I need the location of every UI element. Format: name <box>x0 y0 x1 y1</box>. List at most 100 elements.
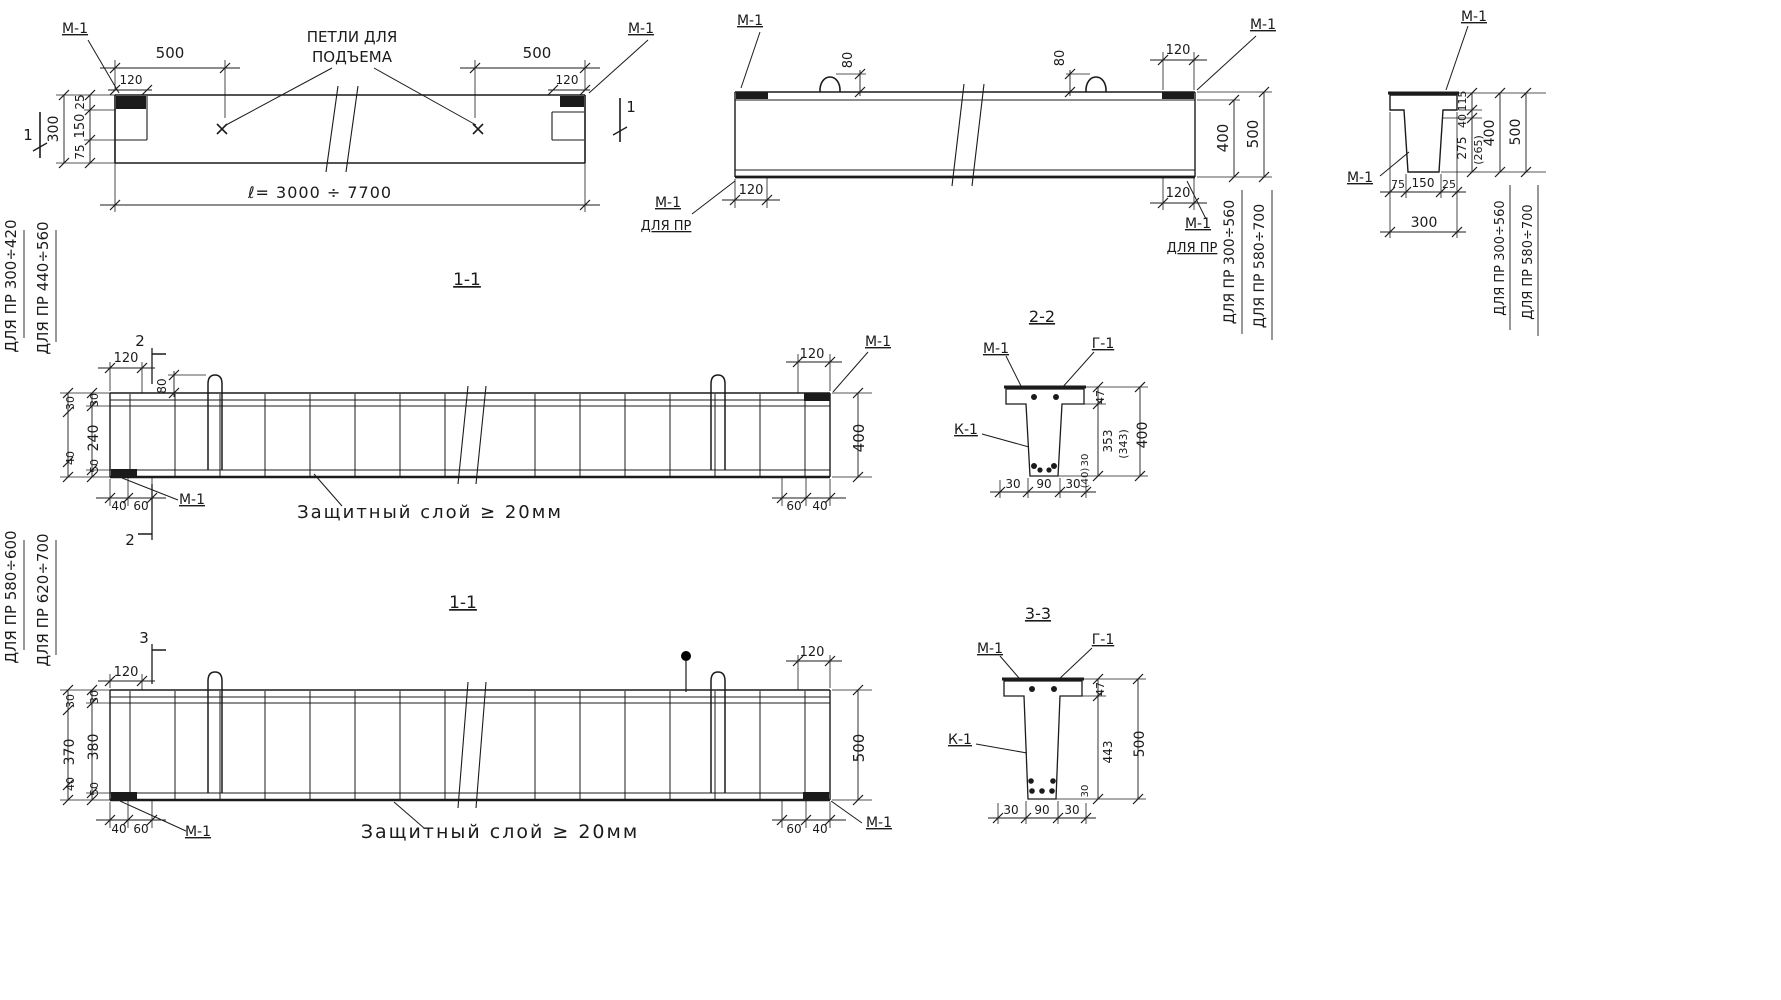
drawing-stroke <box>1092 381 1104 393</box>
endsect-m1-top-label: М-1 <box>1461 9 1487 25</box>
drawing-stroke <box>1080 812 1092 824</box>
drawing-stroke <box>457 385 469 485</box>
drawing-stroke <box>800 492 812 504</box>
sec11-bot-title: 1-1 <box>449 593 477 613</box>
embedded-plate-mark <box>803 792 829 800</box>
sec11-bot-dim-50: 50 <box>88 782 101 796</box>
drawing-stroke <box>58 157 70 169</box>
embedded-plate-mark <box>560 96 584 107</box>
drawing-stroke <box>824 814 836 826</box>
drawing-stroke <box>1020 812 1032 824</box>
drawing-stroke <box>1520 87 1532 99</box>
sec11-bot-dim-380: 380 <box>86 734 102 761</box>
drawing-stroke <box>547 84 559 96</box>
drawing-stroke <box>1384 186 1396 198</box>
elev-dlyapr-bottom-right-label: ДЛЯ ПР <box>1167 241 1218 256</box>
sec33-dim-30-cover: 30 <box>1080 785 1091 798</box>
drawing-stroke <box>136 362 148 374</box>
drawing-stroke <box>1134 381 1146 393</box>
drawing-stroke <box>981 433 1030 448</box>
drawing-stroke <box>1132 673 1144 685</box>
drawing-stroke <box>1435 186 1447 198</box>
drawing-stroke <box>1196 35 1257 91</box>
drawing-stroke <box>62 779 74 791</box>
drawing-stroke <box>1132 793 1144 805</box>
sec11-bot-label-pr-620-700: ДЛЯ ПР 620÷700 <box>34 533 52 666</box>
drawing-outline <box>710 374 726 470</box>
drawing-stroke <box>854 86 866 98</box>
drawing-stroke <box>86 697 98 709</box>
drawing-stroke <box>1228 94 1240 106</box>
drawing-stroke <box>1022 486 1034 498</box>
drawing-stroke <box>975 743 1028 754</box>
drawing-stroke <box>1092 793 1104 805</box>
drawing-stroke <box>579 62 591 74</box>
sec11-mid-label-pr-300-420: ДЛЯ ПР 300÷420 <box>2 219 20 352</box>
drawing-outline <box>1085 76 1107 93</box>
rebar-dot <box>1031 394 1037 400</box>
plan-dim-300: 300 <box>46 116 62 143</box>
sec11-bot-dim-40-outer: 40 <box>64 777 77 791</box>
sec11-bot-dim-60-br: 60 <box>786 822 801 836</box>
plan-dim-500-right: 500 <box>523 44 552 62</box>
drawing-stroke <box>58 89 70 101</box>
plan-length-dim: ℓ= 3000 ÷ 7700 <box>247 183 392 202</box>
rebar-dot <box>1028 778 1034 784</box>
plan-section-mark-1-left: 1 <box>23 126 33 144</box>
drawing-stroke <box>1054 486 1066 498</box>
sec11-mid-m1-bottom-left-label: М-1 <box>179 492 205 508</box>
sec11-mid-dim-40-bottom: 40 <box>111 499 126 513</box>
drawing-stroke <box>313 473 343 507</box>
sec33-dim-90-bottom: 90 <box>1034 803 1049 817</box>
drawing-stroke <box>1157 54 1169 66</box>
drawing-stroke <box>1060 351 1095 390</box>
drawing-stroke <box>104 362 116 374</box>
rebar-dot <box>1046 467 1052 473</box>
drawing-stroke <box>373 67 477 126</box>
drawing-linework <box>23 25 1546 832</box>
drawing-stroke <box>800 814 812 826</box>
sec22-dim-30-bottom-left: 30 <box>1005 477 1020 491</box>
drawing-stroke <box>691 180 736 215</box>
drawing-stroke <box>999 655 1020 679</box>
drawing-stroke <box>86 464 98 476</box>
drawing-stroke <box>1466 112 1478 124</box>
endsect-dim-75: 75 <box>1391 178 1405 191</box>
drawing-stroke <box>168 387 180 399</box>
sec33-g1-label: Г-1 <box>1092 632 1115 648</box>
drawing-stroke <box>86 684 98 696</box>
drawing-stroke <box>136 675 148 687</box>
lifting-loop-end-icon <box>681 651 691 661</box>
drawing-stroke <box>951 83 965 187</box>
plan-dim-500-left: 500 <box>156 44 185 62</box>
sec33-dim-30-bottom-left: 30 <box>1003 803 1018 817</box>
drawing-stroke <box>971 83 985 187</box>
lifting-loops-note-line1: ПЕТЛИ ДЛЯ <box>307 28 398 46</box>
sec33-k1-label: К-1 <box>948 732 972 748</box>
sec11-bot-cover-note: Защитный слой ≥ 20мм <box>361 821 639 843</box>
drawing-stroke <box>1092 398 1104 410</box>
drawing-stroke <box>1080 486 1092 498</box>
sec22-g1-label: Г-1 <box>1092 336 1115 352</box>
drawing-stroke <box>852 794 864 806</box>
drawing-stroke <box>992 812 1004 824</box>
drawing-stroke <box>87 39 120 94</box>
sec33-dim-500: 500 <box>1132 731 1148 758</box>
endsect-dim-500: 500 <box>1508 119 1524 146</box>
elev-m1-top-left-label: М-1 <box>737 13 763 29</box>
drawing-stroke <box>62 794 74 806</box>
sec22-dim-343: (343) <box>1117 429 1130 459</box>
sec22-dim-30-bottom-right: 30 <box>1065 477 1080 491</box>
drawing-stroke <box>1092 690 1104 702</box>
drawing-stroke <box>1379 151 1410 177</box>
drawing-stroke <box>579 199 591 211</box>
drawing-stroke <box>1384 226 1396 238</box>
sec22-dim-353: 353 <box>1101 430 1115 453</box>
drawing-stroke <box>84 134 96 146</box>
plan-m1-left-label: М-1 <box>62 21 88 37</box>
sec22-title: 2-2 <box>1029 307 1055 326</box>
sec11-mid-dim-30-outer: 30 <box>64 396 77 410</box>
drawing-stroke <box>1157 197 1169 209</box>
drawing-stroke <box>168 369 180 381</box>
